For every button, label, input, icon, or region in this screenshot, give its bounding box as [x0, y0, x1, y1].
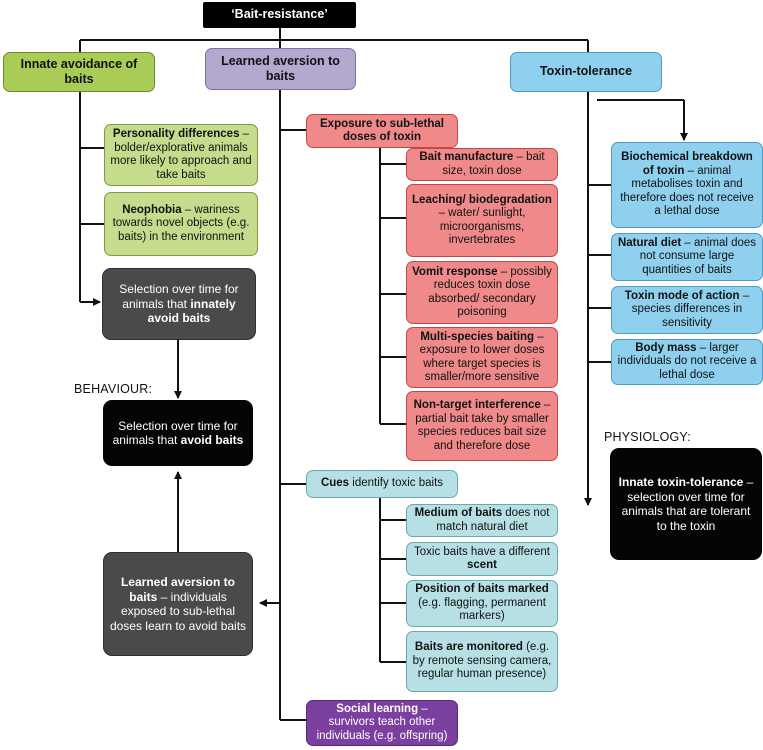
- baits-monitored-box: Baits are monitored (e.g. by remote sens…: [406, 631, 558, 692]
- exposure-box: Exposure to sub-lethal doses of toxin: [306, 114, 458, 148]
- biochemical-breakdown-box: Biochemical breakdown of toxin – animal …: [611, 142, 763, 228]
- multi-species-baiting-box: Multi-species baiting – exposure to lowe…: [406, 327, 558, 388]
- personality-differences-box: Personality differences – bolder/explora…: [104, 124, 258, 186]
- learned-aversion-outcome-box: Learned aversion to baits – individuals …: [103, 552, 253, 656]
- leaching-box: Leaching/ biodegradation – water/ sunlig…: [406, 184, 558, 257]
- diagram-title: ‘Bait-resistance’: [203, 2, 356, 28]
- innate-toxin-tolerance-box: Innate toxin-tolerance – selection over …: [610, 448, 762, 560]
- toxin-mode-box: Toxin mode of action – species differenc…: [611, 286, 763, 334]
- toxic-scent-box: Toxic baits have a different scent: [406, 542, 558, 576]
- body-mass-box: Body mass – larger individuals do not re…: [611, 339, 763, 385]
- natural-diet-box: Natural diet – animal does not consume l…: [611, 233, 763, 281]
- non-target-interference-box: Non-target interference – partial bait t…: [406, 391, 558, 461]
- innate-avoidance-category: Innate avoidance of baits: [3, 52, 155, 92]
- neophobia-box: Neophobia – wariness towards novel objec…: [104, 192, 258, 256]
- selection-innate-box: Selection over time for animals that inn…: [102, 268, 256, 340]
- bait-manufacture-box: Bait manufacture – bait size, toxin dose: [406, 148, 558, 181]
- physiology-label: PHYSIOLOGY:: [604, 430, 691, 444]
- behaviour-label: BEHAVIOUR:: [74, 382, 153, 396]
- cues-box: Cues identify toxic baits: [306, 470, 458, 498]
- toxin-tolerance-category: Toxin-tolerance: [510, 52, 662, 92]
- medium-of-baits-box: Medium of baits does not match natural d…: [406, 504, 558, 537]
- position-marked-box: Position of baits marked (e.g. flagging,…: [406, 580, 558, 627]
- selection-avoid-box: Selection over time for animals that avo…: [103, 400, 253, 466]
- learned-aversion-category: Learned aversion to baits: [205, 48, 356, 90]
- social-learning-box: Social learning – survivors teach other …: [306, 700, 458, 746]
- vomit-response-box: Vomit response – possibly reduces toxin …: [406, 261, 558, 324]
